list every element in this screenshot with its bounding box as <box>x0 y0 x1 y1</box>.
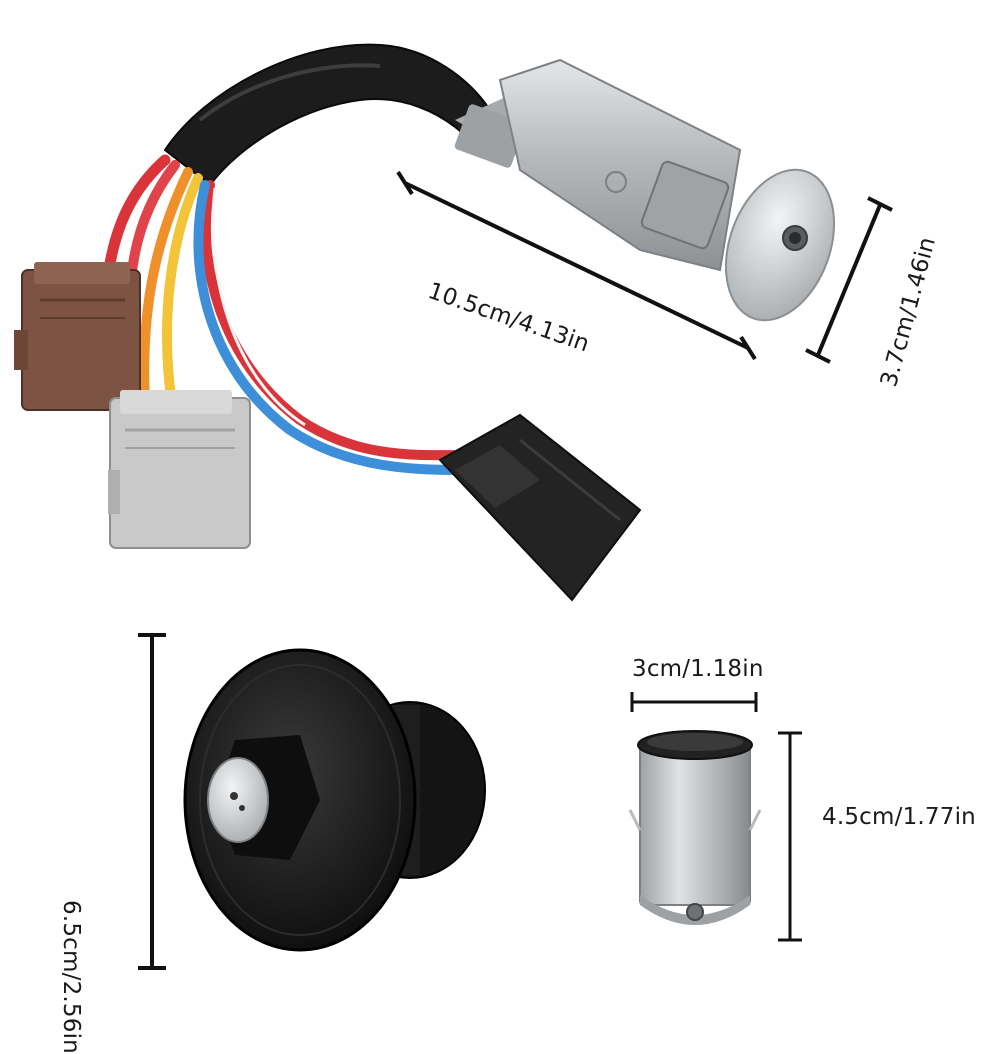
ignition-switch-harness <box>14 43 836 602</box>
dimension-label-cylinder-width: 3cm/1.18in <box>632 656 764 682</box>
dimension-line-length <box>396 170 757 361</box>
wire-orange <box>139 167 193 405</box>
dimension-label-cap-height: 6.5cm/2.56in <box>58 900 84 1054</box>
wire-yellow <box>162 173 203 410</box>
dimension-line-cap-height <box>138 633 166 970</box>
dimension-line-cylinder-width <box>630 692 758 712</box>
harness-sleeve <box>163 43 492 187</box>
connector-black <box>438 413 642 602</box>
cap-key-face <box>207 757 269 843</box>
cylinder-pin <box>686 903 704 921</box>
dimension-line-diameter <box>805 196 893 364</box>
lock-body <box>454 58 836 322</box>
product-photo <box>14 43 893 970</box>
dimension-line-cylinder-height <box>778 731 802 942</box>
wire-blue <box>193 180 470 475</box>
dimension-label-cylinder-height: 4.5cm/1.77in <box>822 804 976 830</box>
connector-brown <box>14 262 141 411</box>
lock-face <box>724 168 836 322</box>
wire-red-3 <box>200 180 475 461</box>
lock-cylinder <box>628 730 762 925</box>
connector-gray <box>108 390 251 549</box>
black-dust-cap <box>183 648 486 952</box>
